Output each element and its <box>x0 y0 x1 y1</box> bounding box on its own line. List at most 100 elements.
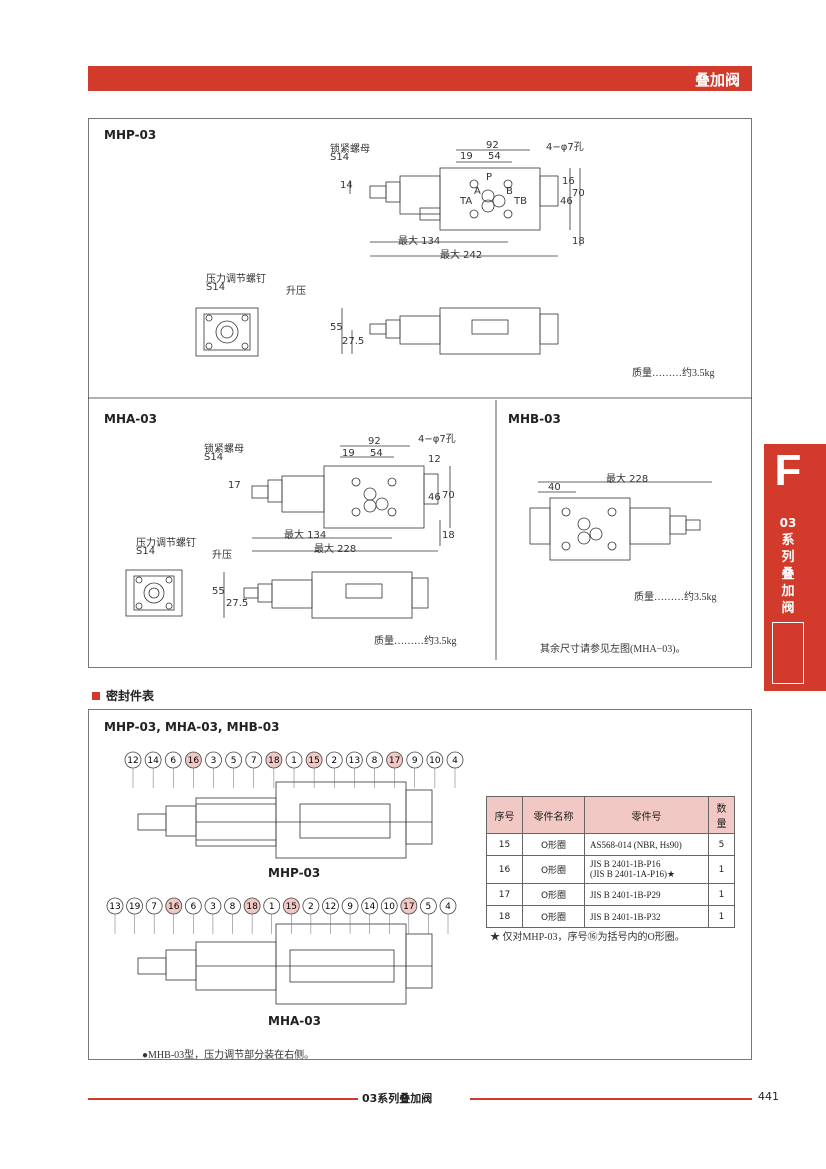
callout-number: 16 <box>188 756 200 766</box>
cell-no: 15 <box>486 833 523 856</box>
mhp-holes-label: 4−φ7孔 <box>546 142 584 153</box>
mha-dim-92: 92 <box>368 436 381 447</box>
mhb-dim-max228: 最大 228 <box>606 474 649 485</box>
callout-number: 7 <box>151 902 157 912</box>
mha-holes-label: 4−φ7孔 <box>418 434 456 445</box>
mha-dim-27-5: 27.5 <box>226 598 249 609</box>
mha-dim-70: 70 <box>442 490 455 501</box>
section-letter: F <box>774 446 802 495</box>
mha-section-caption: MHA-03 <box>268 1014 321 1028</box>
cell-name: O形圈 <box>522 905 585 928</box>
callout-number: 16 <box>168 902 180 912</box>
section-drawings <box>137 781 433 1005</box>
callout-number: 18 <box>268 756 280 766</box>
port-ta: TA <box>460 196 473 207</box>
callout-number: 15 <box>286 902 297 912</box>
cell-pn: AS568-014 (NBR, Hs90) <box>584 833 709 856</box>
cell-qty: 1 <box>708 855 735 884</box>
mhb-dim-40: 40 <box>548 482 561 493</box>
dim-54: 54 <box>488 151 501 162</box>
mha-dim-55: 55 <box>212 586 225 597</box>
port-a: A <box>474 186 481 197</box>
mha-dim-18: 18 <box>442 530 455 541</box>
dim-55: 55 <box>330 322 343 333</box>
mhp-lock-nut-label: 锁紧螺母 <box>330 144 370 155</box>
footer-rule-right <box>470 1098 752 1100</box>
cell-name: O形圈 <box>522 855 585 884</box>
cell-no: 17 <box>486 883 523 906</box>
cell-name: O形圈 <box>522 833 585 856</box>
mha-dim-max228: 最大 228 <box>314 544 357 555</box>
seal-models-label: MHP-03, MHA-03, MHB-03 <box>104 720 280 734</box>
cell-pn: JIS B 2401-1B-P32 <box>584 905 709 928</box>
mha-adjust-label: 压力调节螺钉 <box>136 538 196 549</box>
callout-number: 13 <box>349 756 360 766</box>
callout-number: 18 <box>246 902 258 912</box>
dim-70: 70 <box>572 188 585 199</box>
callout-number: 17 <box>403 902 414 912</box>
callout-number: 4 <box>452 756 458 766</box>
dimensions-panel <box>88 118 752 668</box>
mha-dim-19: 19 <box>342 448 355 459</box>
dim-14: 14 <box>340 180 353 191</box>
callout-number: 8 <box>230 902 236 912</box>
mhp-adjust-label: 压力调节螺钉 <box>206 274 266 285</box>
mhp-lock-nut-size: S14 <box>330 152 350 163</box>
section-tab: F 03 系列叠加阀 <box>764 444 826 691</box>
seal-section-text: 密封件表 <box>106 689 155 703</box>
page-number: 441 <box>758 1090 779 1103</box>
dim-max242: 最大 242 <box>440 250 483 261</box>
mha-raise-label: 升压 <box>212 550 232 561</box>
mha-dim-17: 17 <box>228 480 241 491</box>
dim-16: 16 <box>562 176 575 187</box>
mhp-model-label: MHP-03 <box>104 128 157 142</box>
callout-number: 9 <box>412 756 418 766</box>
series-number: 03 <box>779 516 797 530</box>
cell-no: 16 <box>486 855 523 884</box>
callout-number: 13 <box>109 902 120 912</box>
callout-number: 2 <box>331 756 337 766</box>
seal-section-title: 密封件表 <box>92 687 154 704</box>
dim-92: 92 <box>486 140 499 151</box>
dim-18: 18 <box>572 236 585 247</box>
callout-number: 6 <box>170 756 176 766</box>
callout-number: 3 <box>210 902 216 912</box>
col-pn: 零件号 <box>584 796 709 834</box>
dim-max134: 最大 134 <box>398 236 441 247</box>
callout-number: 2 <box>308 902 314 912</box>
port-b: B <box>506 186 513 197</box>
footer-text: 03系列叠加阀 <box>362 1092 433 1105</box>
mhp-raise-label: 升压 <box>286 286 306 297</box>
callout-number: 14 <box>364 902 376 912</box>
mhp-section-caption: MHP-03 <box>268 866 321 880</box>
cell-pn: JIS B 2401-1B-P16(JIS B 2401-1A-P16)★ <box>584 855 709 884</box>
dim-27-5: 27.5 <box>342 336 365 347</box>
footer-rule-left <box>88 1098 358 1100</box>
cell-no: 18 <box>486 905 523 928</box>
callout-number: 3 <box>211 756 217 766</box>
callout-number: 10 <box>384 902 396 912</box>
callout-number: 10 <box>429 756 441 766</box>
seal-panel <box>88 709 752 1060</box>
callout-number: 6 <box>190 902 196 912</box>
callout-number: 5 <box>426 902 432 912</box>
callout-number: 12 <box>127 756 138 766</box>
mha-dim-12: 12 <box>428 454 441 465</box>
dim-19: 19 <box>460 151 473 162</box>
callout-number: 17 <box>389 756 400 766</box>
callout-number: 19 <box>129 902 141 912</box>
callout-number: 15 <box>308 756 319 766</box>
mha-dim-46: 46 <box>428 492 441 503</box>
tab-marker-box <box>772 622 804 684</box>
mha-adjust-size: S14 <box>136 546 156 557</box>
mhb-note: 其余尺寸请参见左图(MHA−03)。 <box>540 644 686 655</box>
mhb-mass: 质量………约3.5kg <box>634 592 717 603</box>
port-tb: TB <box>514 196 527 207</box>
mha-model-label: MHA-03 <box>104 412 157 426</box>
